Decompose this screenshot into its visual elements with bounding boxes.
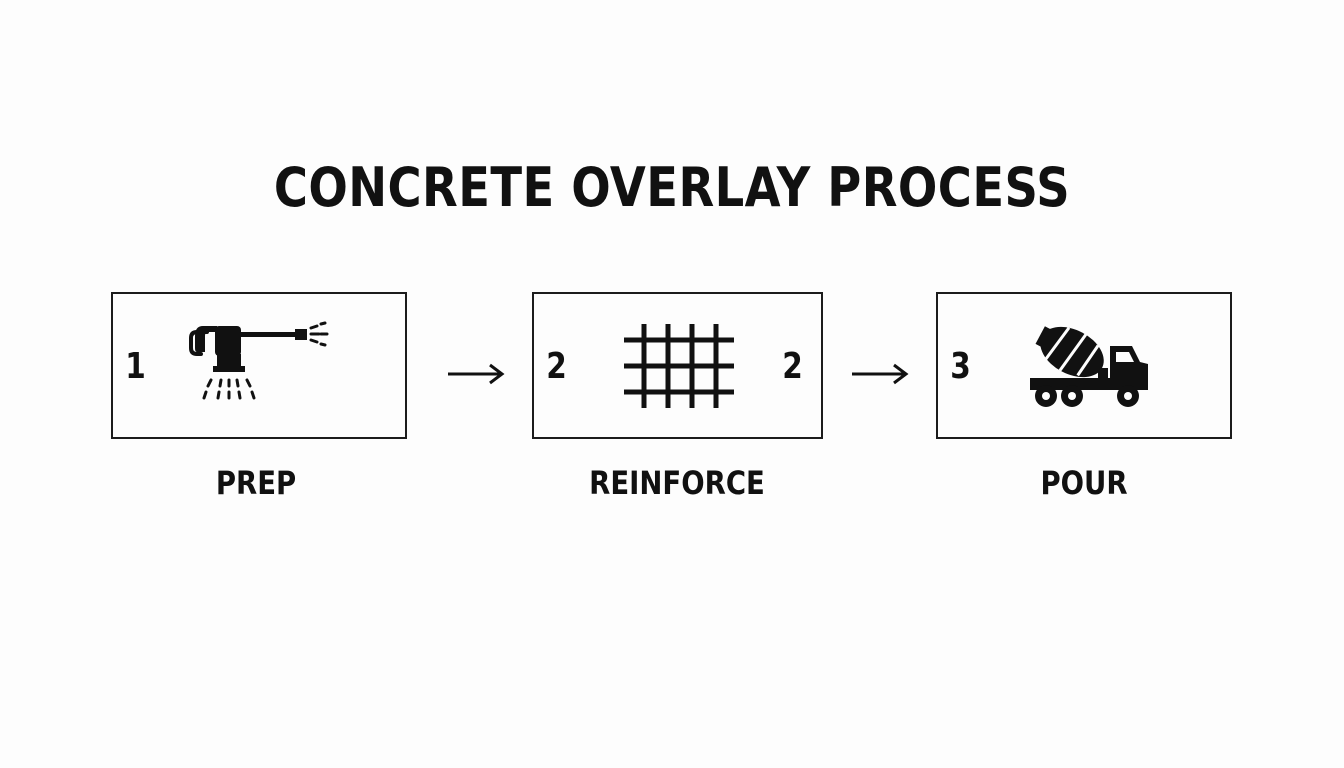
step-box-reinforce: 2 2 <box>532 292 823 439</box>
step-label-pour: POUR <box>1040 464 1128 502</box>
step-box-pour: 3 <box>936 292 1232 439</box>
pressure-washer-icon <box>187 318 337 414</box>
diagram-title: CONCRETE OVERLAY PROCESS <box>273 156 1071 219</box>
step-label-prep: PREP <box>215 464 297 502</box>
step-number: 1 <box>125 346 146 387</box>
arrow-right-icon <box>850 360 910 388</box>
step-number: 2 <box>546 346 567 387</box>
step-box-prep: 1 <box>111 292 407 439</box>
step-number: 2 <box>782 346 803 387</box>
rebar-grid-icon <box>622 320 736 412</box>
step-label-reinforce: REINFORCE <box>589 464 765 502</box>
arrow-right-icon <box>446 360 506 388</box>
concrete-mixer-truck-icon <box>1022 318 1152 414</box>
step-number: 3 <box>950 346 971 387</box>
